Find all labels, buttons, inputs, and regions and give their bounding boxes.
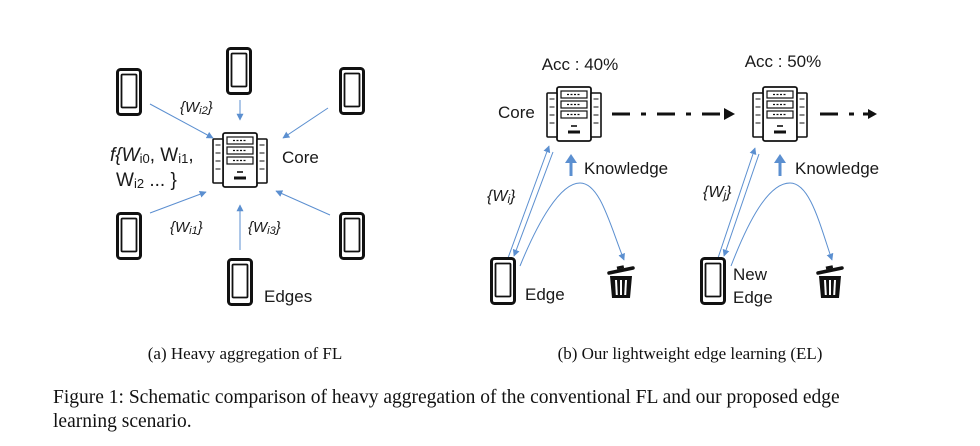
arrow-phone-bottomright [275, 190, 331, 216]
up-arrow-icon [774, 154, 786, 176]
smartphone-icon [226, 47, 252, 95]
panel-b-title: (b) Our lightweight edge learning (EL) [558, 344, 823, 363]
knowledge-label-2: Knowledge [795, 159, 879, 178]
upload-arrow-1 [507, 145, 551, 259]
arrow-phone-topleft [149, 103, 214, 139]
accuracy-label-2: Acc : 50% [745, 52, 822, 71]
aggregation-formula-line2: Wi2 ... } [116, 170, 177, 191]
knowledge-label-1: Knowledge [584, 159, 668, 178]
smartphone-icon [339, 67, 365, 115]
transition-arrowhead-1 [724, 108, 735, 120]
download-arrow-2 [722, 153, 760, 257]
upload-arrow-2 [717, 147, 757, 259]
panel-a-title: (a) Heavy aggregation of FL [148, 344, 342, 363]
arrow-phone-bottomleft [149, 190, 207, 214]
transition-arrowhead-2 [868, 109, 877, 119]
weights-left: {Wi1} [170, 219, 203, 237]
smartphone-icon [116, 212, 142, 260]
new-edge-label-line1: New [733, 265, 768, 284]
download-arrow-1 [512, 151, 554, 257]
core-label-b: Core [498, 103, 535, 122]
arrow-phone-topright [282, 107, 329, 139]
panel-b: Acc : 40% Acc : 50% Core Knowledge Knowl… [487, 52, 879, 363]
trash-bin-icon [607, 264, 635, 300]
up-arrow-icon [565, 154, 577, 176]
server-icon [211, 131, 269, 189]
smartphone-icon [116, 68, 142, 116]
edge-label: Edge [525, 285, 565, 304]
weights-edge: {Wi} [487, 188, 516, 206]
server-icon [751, 85, 809, 143]
smartphone-icon [339, 212, 365, 260]
edges-label: Edges [264, 287, 312, 306]
weights-new-edge: {Wj} [703, 184, 732, 202]
discard-arc-2 [730, 182, 834, 267]
discard-arc-1 [519, 182, 625, 267]
aggregation-formula-line1: f{Wi0, Wi1, [110, 145, 194, 166]
smartphone-icon [490, 257, 516, 305]
new-edge-label-line2: Edge [733, 288, 773, 307]
figure-caption-line1: Figure 1: Schematic comparison of heavy … [53, 387, 840, 408]
weights-top: {Wi2} [180, 99, 213, 117]
weights-right: {Wi3} [248, 219, 281, 237]
smartphone-icon [227, 258, 253, 306]
server-icon [545, 85, 603, 143]
trash-bin-icon [816, 264, 844, 300]
core-label-a: Core [282, 148, 319, 167]
panel-a: Core Edges {Wi2} {Wi1} {Wi3} f{Wi0, Wi1,… [110, 47, 365, 363]
accuracy-label-1: Acc : 40% [542, 55, 619, 74]
smartphone-icon [700, 257, 726, 305]
figure-caption-line2: learning scenario. [53, 411, 192, 432]
